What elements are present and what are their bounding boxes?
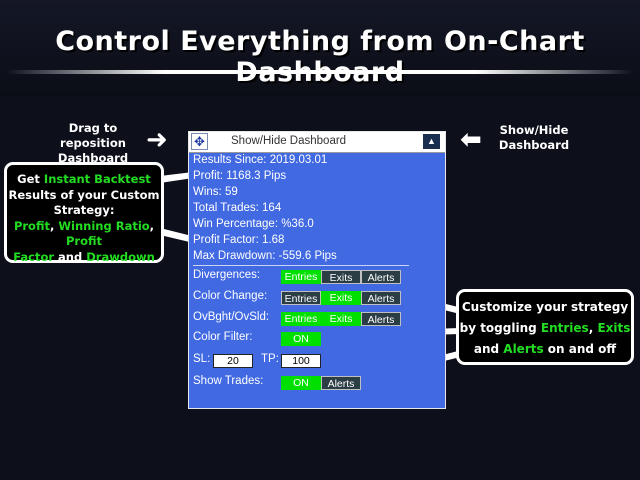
sl-label: SL:	[193, 353, 211, 365]
showhide-note-line1: Show/Hide	[499, 123, 569, 137]
show-trades-label: Show Trades:	[193, 375, 264, 387]
callout-text: and	[54, 249, 87, 264]
tp-input[interactable]: 100	[281, 354, 321, 368]
stat-results-since: Results Since: 2019.03.01	[193, 154, 328, 166]
arrow-left-icon: ⬅	[460, 125, 482, 155]
callout-text: ,	[49, 218, 59, 233]
drag-note-line1: Drag to reposition	[60, 121, 126, 150]
callout-highlight: Factor	[13, 249, 55, 264]
showhide-note-line2: Dashboard	[498, 138, 570, 152]
color-change-exits-button[interactable]: Exits	[321, 291, 361, 305]
color-change-label: Color Change:	[193, 290, 268, 302]
color-change-alerts-button[interactable]: Alerts	[361, 291, 401, 305]
connector-profit	[160, 172, 193, 183]
divergences-exits-button[interactable]: Exits	[321, 270, 361, 284]
callout-line1: Get Instant Backtest	[7, 172, 161, 188]
callout-text: Get	[17, 172, 44, 186]
tp-label: TP:	[261, 353, 279, 365]
callout-line3: Strategy:	[53, 203, 115, 217]
ovbght-exits-button[interactable]: Exits	[321, 312, 361, 326]
banner: Control Everything from On-Chart Dashboa…	[0, 0, 640, 96]
callout-highlight: Instant Backtest	[43, 172, 151, 186]
callout-highlight: Exits	[597, 321, 631, 335]
stat-wins: Wins: 59	[193, 186, 238, 198]
color-change-entries-button[interactable]: Entries	[281, 291, 321, 305]
drag-note-line2: Dashboard	[57, 151, 129, 165]
drag-note: Drag to reposition Dashboard	[38, 121, 148, 166]
divergences-entries-button[interactable]: Entries	[281, 270, 321, 284]
callout-line2: Results of your Custom	[8, 187, 160, 202]
callout-highlight: Winning Ratio	[58, 218, 150, 233]
stat-max-drawdown: Max Drawdown: -559.6 Pips	[193, 250, 337, 262]
ovbght-label: OvBght/OvSld:	[193, 311, 270, 323]
callout-text: and	[473, 342, 504, 356]
callout-text: ,	[588, 321, 598, 335]
show-trades-toggle[interactable]: ON	[281, 376, 321, 390]
triangle-up-icon[interactable]: ▲	[423, 134, 440, 149]
move-icon[interactable]: ✥	[191, 133, 208, 150]
show-trades-alerts-button[interactable]: Alerts	[321, 376, 361, 390]
sl-input[interactable]: 20	[213, 354, 253, 368]
callout-highlight: Profit	[65, 234, 103, 248]
divider	[8, 70, 632, 74]
color-filter-label: Color Filter:	[193, 331, 253, 343]
callout-line1: Customize your strategy	[461, 300, 629, 314]
callout-text: ,	[149, 218, 155, 233]
callout-line5: Factor and Drawdown	[7, 250, 161, 266]
divergences-label: Divergences:	[193, 269, 261, 281]
callout-line2: by toggling Entries, Exits	[459, 318, 631, 339]
dashboard-title: Show/Hide Dashboard	[231, 135, 347, 147]
callout-highlight: Alerts	[503, 342, 544, 356]
stat-profit: Profit: 1168.3 Pips	[193, 170, 287, 182]
dashboard-titlebar[interactable]: ✥ Show/Hide Dashboard ▲	[189, 132, 445, 153]
dashboard-panel: ✥ Show/Hide Dashboard ▲ Results Since: 2…	[188, 131, 446, 409]
customize-callout: Customize your strategy by toggling Entr…	[456, 289, 634, 365]
arrow-right-icon: ➜	[146, 125, 168, 155]
backtest-callout: Get Instant Backtest Results of your Cus…	[4, 162, 164, 266]
callout-text: on and off	[543, 342, 617, 356]
callout-line3: and Alerts on and off	[459, 339, 631, 360]
stat-win-percentage: Win Percentage: %36.0	[193, 218, 314, 230]
ovbght-alerts-button[interactable]: Alerts	[361, 312, 401, 326]
callout-highlight: Entries	[540, 321, 589, 335]
callout-highlight: Drawdown	[86, 249, 155, 264]
stat-total-trades: Total Trades: 164	[193, 202, 282, 214]
ovbght-entries-button[interactable]: Entries	[281, 312, 321, 326]
stat-profit-factor: Profit Factor: 1.68	[193, 234, 285, 246]
showhide-note: Show/Hide Dashboard	[494, 123, 574, 153]
color-filter-toggle[interactable]: ON	[281, 332, 321, 346]
callout-highlight: Profit	[13, 218, 50, 233]
callout-text: by toggling	[459, 321, 541, 335]
callout-line4: Profit, Winning Ratio, Profit	[7, 219, 161, 250]
stats-separator	[193, 265, 409, 266]
divergences-alerts-button[interactable]: Alerts	[361, 270, 401, 284]
